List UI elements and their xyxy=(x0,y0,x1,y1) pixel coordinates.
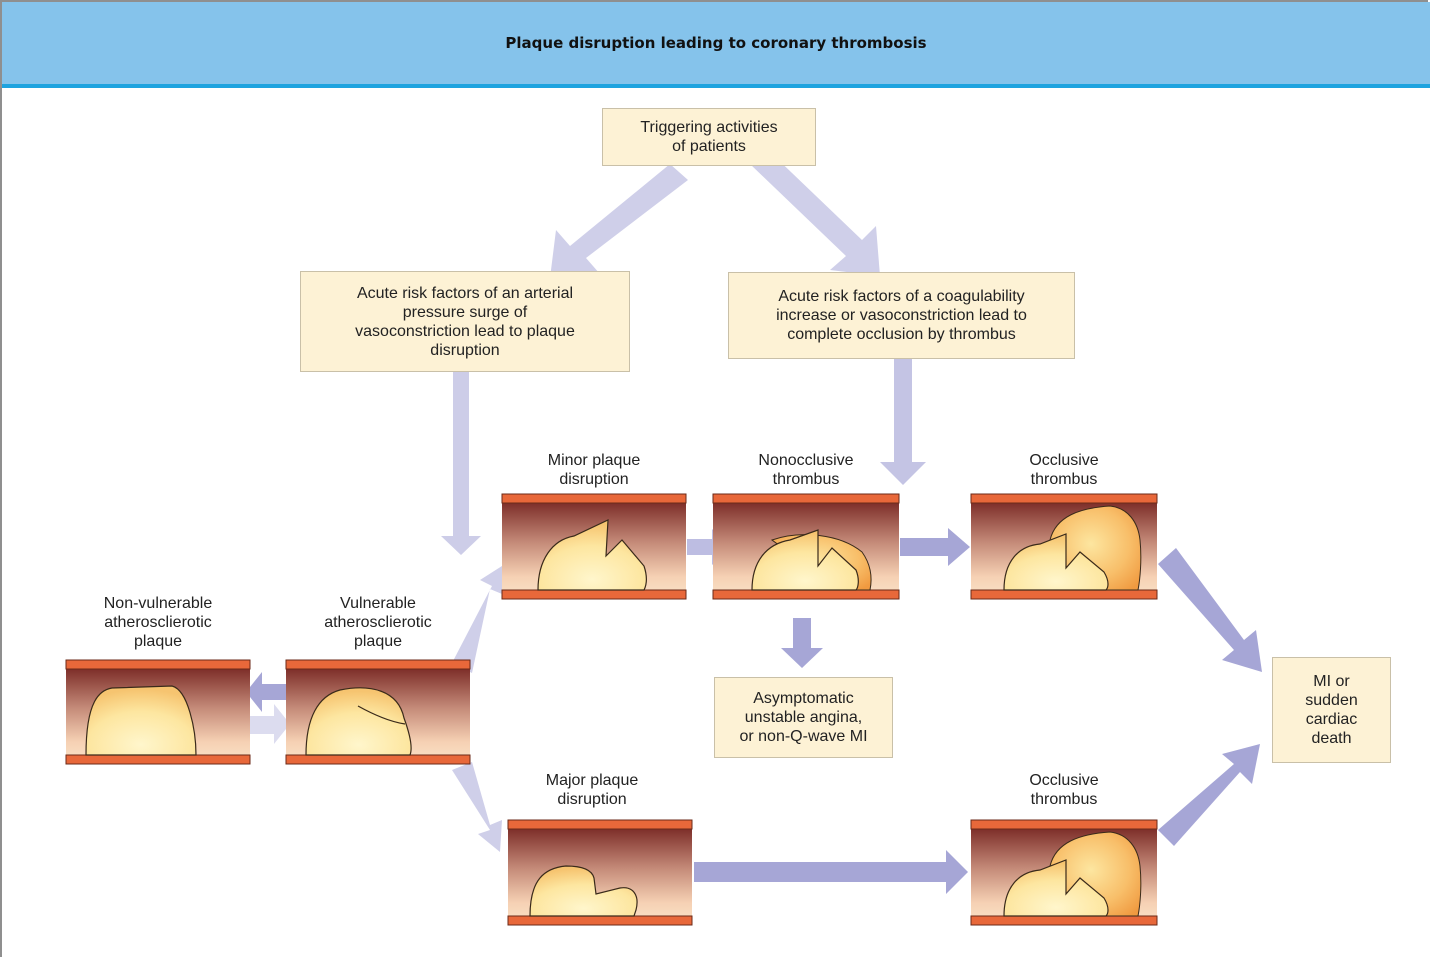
arrow-nonocclusive-to-asymptomatic xyxy=(781,618,823,668)
arrow-vulnerable-to-major xyxy=(452,762,502,852)
arrow-vulnerable-to-minor xyxy=(452,566,502,673)
plaque-shape xyxy=(529,865,638,917)
plaque-shape xyxy=(1003,533,1109,591)
box-triggering-activities: Triggering activities of patients xyxy=(602,108,816,166)
box-asymptomatic: Asymptomatic unstable angina, or non-Q-w… xyxy=(714,677,893,758)
arrow-nonvulnerable-to-vulnerable xyxy=(242,704,290,744)
box-pressure-surge: Acute risk factors of an arterial pressu… xyxy=(300,271,630,372)
arrow-occlusive-top-to-mi xyxy=(1158,548,1262,672)
arrow-trigger-to-pressure xyxy=(550,164,688,278)
label-vulnerable: Vulnerable atherosclierotic plaque xyxy=(324,595,432,650)
fibrous-cap-line xyxy=(357,705,406,725)
figure-title: Plaque disruption leading to coronary th… xyxy=(2,2,1430,88)
vessel-vulnerable xyxy=(285,659,471,765)
box-mi-sudden-death: MI or sudden cardiac death xyxy=(1272,657,1391,763)
arrow-vulnerable-to-nonvulnerable xyxy=(246,672,294,712)
label-non-vulnerable: Non-vulnerable atherosclierotic plaque xyxy=(103,595,213,650)
arrow-major-to-occlusive xyxy=(694,850,968,894)
plaque-shape xyxy=(751,529,859,591)
label-nonocclusive: Nonocclusive thrombus xyxy=(758,452,854,488)
arrow-nonocclusive-to-occlusive xyxy=(900,528,970,566)
arrow-trigger-to-coagulability xyxy=(750,150,880,276)
label-occlusive-top: Occlusive thrombus xyxy=(1029,452,1099,488)
box-coagulability: Acute risk factors of a coagulability in… xyxy=(728,272,1075,359)
vessel-non-vulnerable xyxy=(65,659,251,765)
vessel-minor-disruption xyxy=(501,493,687,600)
label-major-disruption: Major plaque disruption xyxy=(545,772,639,808)
plaque-shape xyxy=(537,519,647,591)
vessel-major-disruption xyxy=(507,819,693,926)
arrow-pressure-down xyxy=(441,372,481,555)
label-occlusive-bottom: Occlusive thrombus xyxy=(1029,772,1099,808)
plaque-shape xyxy=(1003,859,1109,917)
vessel-nonocclusive-thrombus xyxy=(712,493,900,600)
vessel-occlusive-top xyxy=(970,493,1158,600)
arrow-coagulability-down xyxy=(880,358,926,485)
vessel-occlusive-bottom xyxy=(970,819,1158,926)
arrow-occlusive-bottom-to-mi xyxy=(1158,744,1260,846)
plaque-shape xyxy=(305,687,412,756)
plaque-shape xyxy=(85,685,197,756)
label-minor-disruption: Minor plaque disruption xyxy=(547,452,641,488)
